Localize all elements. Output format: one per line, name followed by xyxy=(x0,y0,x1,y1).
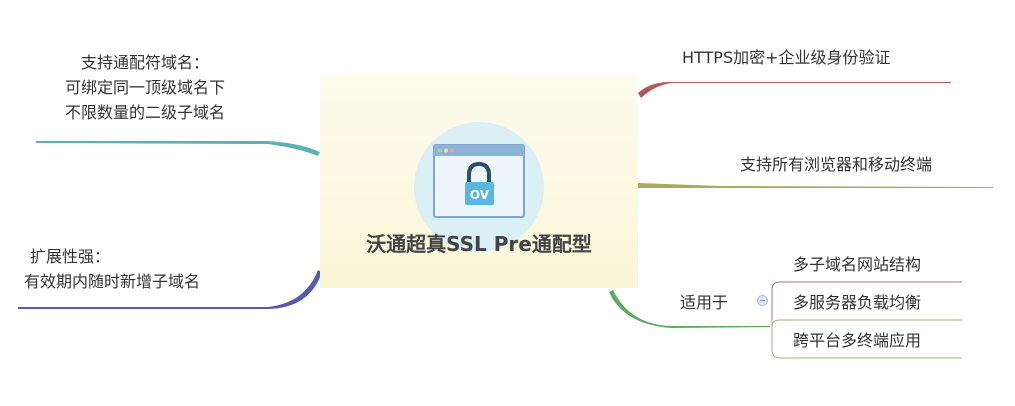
svg-text:OV: OV xyxy=(470,188,490,202)
topic-applicable-for[interactable]: 适用于 xyxy=(680,293,729,312)
connector-child-1 xyxy=(771,281,962,326)
topic-wildcard-support[interactable]: 支持通配符域名： 可绑定同一顶级域名下 不限数量的二级子域名 xyxy=(40,50,250,125)
browser-lock-icon: OV xyxy=(433,144,525,218)
topic-line: 扩展性强： xyxy=(30,247,111,266)
connector-child-3 xyxy=(771,320,962,359)
collapse-minus-icon[interactable] xyxy=(757,295,768,306)
topic-scalability[interactable]: 扩展性强： 有效期内随时新增子域名 xyxy=(24,244,200,294)
topic-line: 不限数量的二级子域名 xyxy=(64,103,225,122)
topic-line: 可绑定同一顶级域名下 xyxy=(64,78,225,97)
central-topic[interactable]: OV 沃通超真SSL Pre通配型 xyxy=(320,74,638,288)
subtopic-load-balancing[interactable]: 多服务器负载均衡 xyxy=(793,293,922,312)
central-topic-title: 沃通超真SSL Pre通配型 xyxy=(366,232,592,256)
topic-https-encryption[interactable]: HTTPS加密+企业级身份验证 xyxy=(682,48,891,67)
topic-line: 有效期内随时新增子域名 xyxy=(24,272,201,291)
topic-browser-support[interactable]: 支持所有浏览器和移动终端 xyxy=(740,155,933,174)
connector-top-left xyxy=(36,141,320,156)
icon-circle: OV xyxy=(414,122,544,252)
subtopic-cross-platform[interactable]: 跨平台多终端应用 xyxy=(793,331,922,350)
connector-mid-right xyxy=(638,183,993,188)
connector-top-right xyxy=(638,82,951,98)
subtopic-multi-subdomain[interactable]: 多子域名网站结构 xyxy=(793,255,922,274)
topic-line: 支持通配符域名： xyxy=(80,53,209,72)
connector-child-2 xyxy=(771,319,962,327)
